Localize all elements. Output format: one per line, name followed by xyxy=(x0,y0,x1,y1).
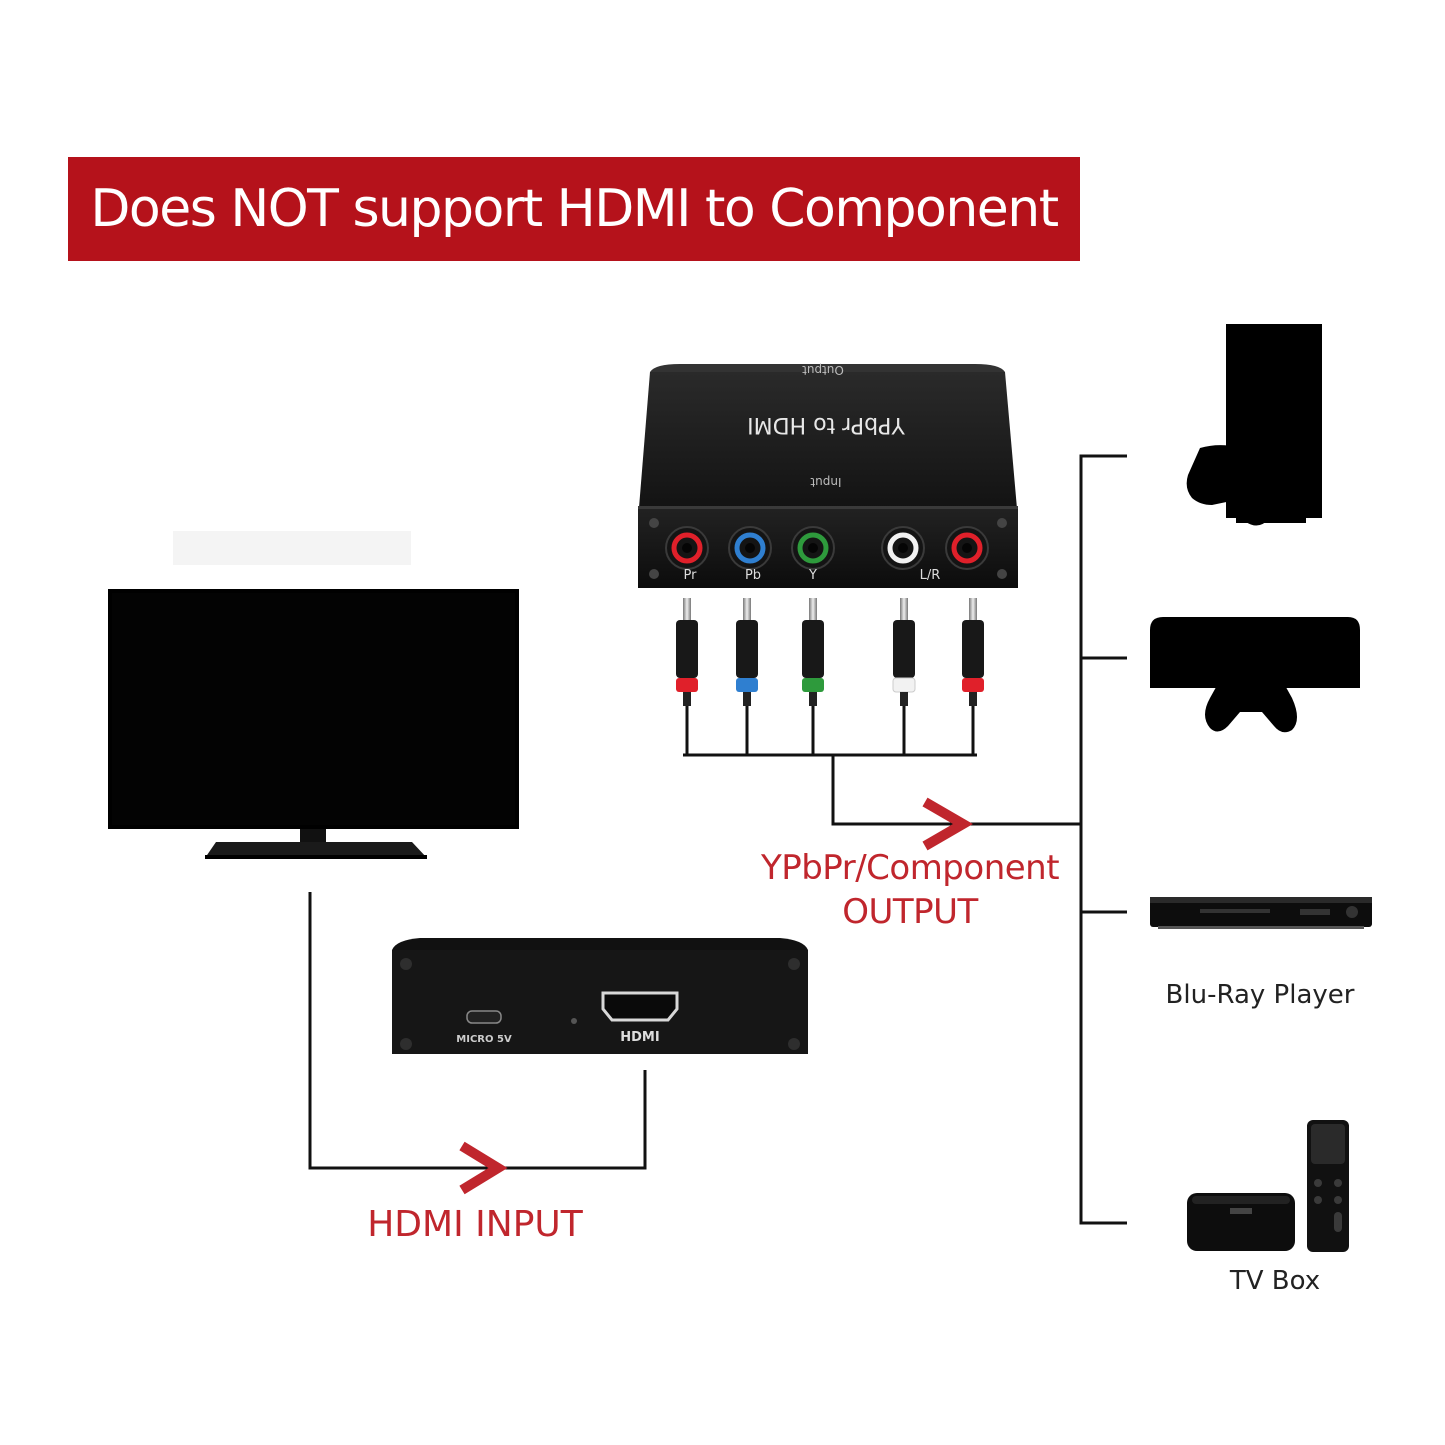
rca-socket-pr xyxy=(665,526,709,570)
component-output-label-line2: OUTPUT xyxy=(842,892,978,932)
rca-socket-pb xyxy=(728,526,772,570)
hdmi-port-label: HDMI xyxy=(620,1030,659,1045)
tv-icon xyxy=(108,589,519,859)
warning-banner: Does NOT support HDMI to Component xyxy=(68,157,1080,261)
component-output-label: YPbPr/Component OUTPUT xyxy=(730,846,1090,934)
hdmi-converter-box xyxy=(392,938,808,1054)
output-arrow-icon xyxy=(922,797,973,851)
rca-plug-white xyxy=(892,598,916,706)
game-console-vertical-icon xyxy=(1186,324,1322,526)
component-input-text: Input xyxy=(810,475,841,489)
rca-plug-blue xyxy=(736,598,758,706)
port-label-lr: L/R xyxy=(920,568,941,583)
hdmi-input-label: HDMI INPUT xyxy=(367,1204,583,1245)
bluray-player-icon xyxy=(1150,897,1372,929)
rca-plug-red xyxy=(676,598,698,706)
device-bus-lines xyxy=(1079,454,1127,1225)
rca-socket-l xyxy=(881,526,925,570)
component-cables xyxy=(683,706,1081,826)
tv-caption-strip xyxy=(173,531,411,565)
component-output-text: Output xyxy=(802,363,844,377)
port-label-pb: Pb xyxy=(745,568,761,583)
rca-socket-y xyxy=(791,526,835,570)
rca-socket-r xyxy=(945,526,989,570)
tv-box-icon xyxy=(1187,1193,1295,1251)
micro-usb-label: MICRO 5V xyxy=(456,1034,512,1045)
game-console-horizontal-icon xyxy=(1150,617,1360,733)
input-arrow-icon xyxy=(459,1141,508,1195)
rca-plug-green xyxy=(802,598,824,706)
rca-plug-red-audio xyxy=(962,598,984,706)
tv-box-label: TV Box xyxy=(1229,1266,1321,1296)
component-title-text: YPbPr to HDMI xyxy=(747,412,906,437)
component-output-label-line1: YPbPr/Component xyxy=(760,848,1060,888)
tv-remote-icon xyxy=(1307,1120,1349,1252)
hdmi-input-cable xyxy=(308,892,647,1170)
port-label-pr: Pr xyxy=(684,568,698,583)
port-label-y: Y xyxy=(808,568,817,583)
bluray-label: Blu-Ray Player xyxy=(1165,980,1355,1010)
